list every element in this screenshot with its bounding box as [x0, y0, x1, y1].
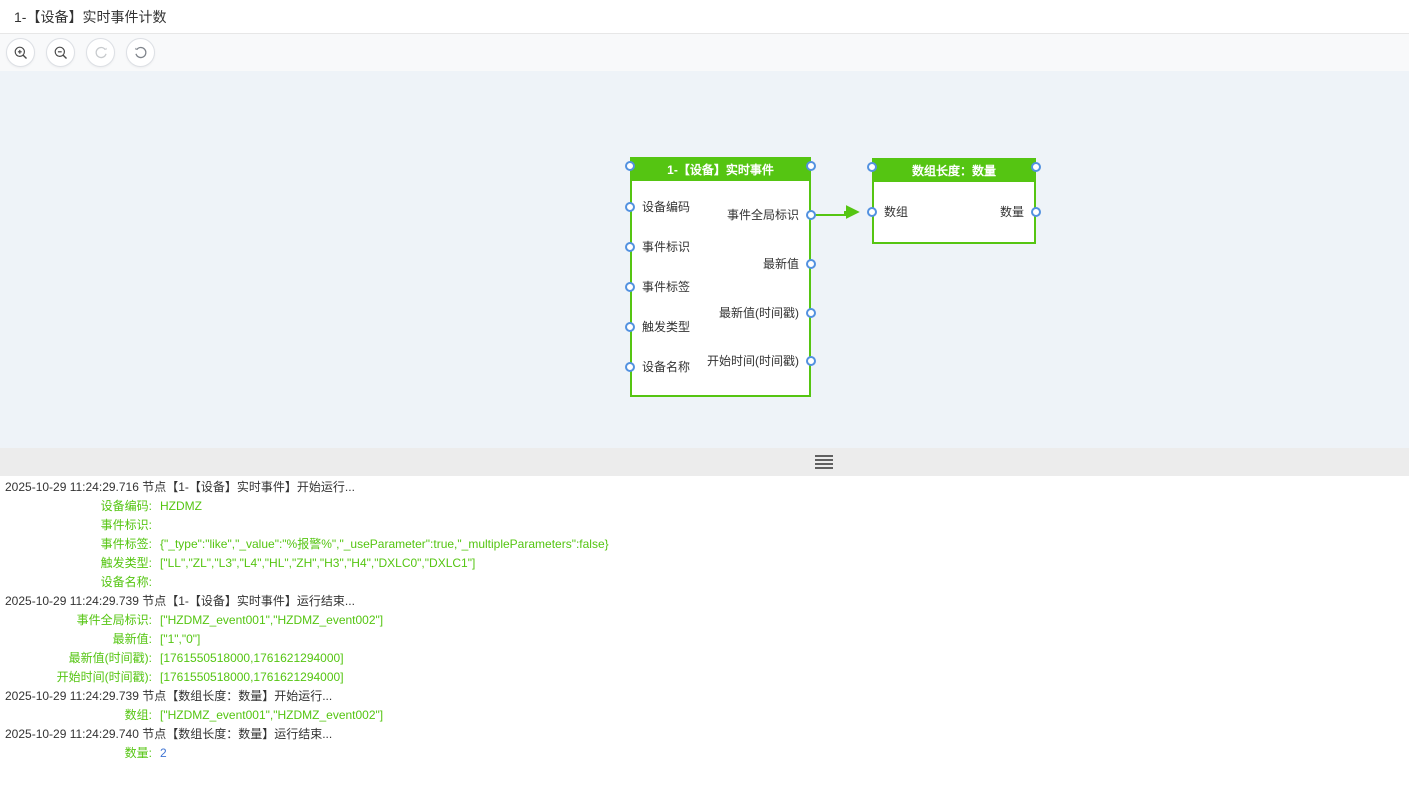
input-port[interactable] — [867, 207, 877, 217]
log-entry: 触发类型: ["LL","ZL","L3","L4","HL","ZH","H3"… — [0, 554, 1409, 573]
log-field-label: 数量: — [124, 746, 152, 760]
node-realtime-event[interactable]: 1-【设备】实时事件 设备编码 事件标识 事件标签 触发类型 设备名称 事件全局… — [625, 157, 816, 397]
redo-icon — [95, 46, 107, 58]
log-field-label: 数组: — [124, 708, 152, 722]
log-entry: 最新值: ["1","0"] — [0, 630, 1409, 649]
zoom-out-icon — [54, 46, 67, 59]
output-port[interactable] — [806, 308, 816, 318]
zoom-out-button[interactable] — [46, 38, 75, 67]
input-port-label: 触发类型 — [642, 320, 691, 334]
log-field-label: 设备编码: — [100, 499, 152, 513]
page-title-bar: 1-【设备】实时事件计数 — [0, 0, 1409, 34]
node-anchor-port[interactable] — [625, 161, 635, 171]
input-port[interactable] — [625, 282, 635, 292]
log-panel: 2025-10-29 11:24:29.716 节点【1-【设备】实时事件】开始… — [0, 476, 1409, 790]
log-field-value: [1761550518000,1761621294000] — [160, 670, 344, 684]
node-anchor-port[interactable] — [867, 162, 877, 172]
output-port-label: 最新值(时间戳) — [719, 306, 799, 320]
log-field-label: 开始时间(时间戳): — [56, 670, 152, 684]
output-port[interactable] — [1031, 207, 1041, 217]
log-field-value: 2 — [160, 746, 167, 760]
log-entry: 设备名称: — [0, 573, 1409, 592]
input-port-label: 事件标识 — [642, 240, 691, 254]
input-port[interactable] — [625, 322, 635, 332]
redo-button[interactable] — [86, 38, 115, 67]
flow-canvas[interactable]: 1-【设备】实时事件 设备编码 事件标识 事件标签 触发类型 设备名称 事件全局… — [0, 71, 1409, 448]
undo-reset-button[interactable] — [126, 38, 155, 67]
panel-splitter[interactable] — [0, 448, 1409, 476]
input-port-label: 事件标签 — [642, 280, 691, 294]
log-field-value: ["LL","ZL","L3","L4","HL","ZH","H3","H4"… — [160, 556, 476, 570]
undo-reset-icon — [134, 46, 146, 58]
log-field-value: [1761550518000,1761621294000] — [160, 651, 344, 665]
output-port[interactable] — [806, 210, 816, 220]
input-port-label: 数组 — [884, 205, 909, 219]
log-field-label: 触发类型: — [100, 556, 152, 570]
output-port-label: 最新值 — [762, 257, 799, 271]
log-field-label: 事件全局标识: — [76, 613, 152, 627]
log-entry: 开始时间(时间戳): [1761550518000,1761621294000] — [0, 668, 1409, 687]
log-entry: 数量: 2 — [0, 744, 1409, 763]
input-port[interactable] — [625, 202, 635, 212]
node-anchor-port[interactable] — [1031, 162, 1041, 172]
node-title[interactable]: 1-【设备】实时事件 — [632, 159, 809, 181]
page-title: 1-【设备】实时事件计数 — [14, 8, 167, 25]
log-entry: 事件全局标识: ["HZDMZ_event001","HZDMZ_event002… — [0, 611, 1409, 630]
output-port-label: 事件全局标识 — [726, 208, 799, 222]
output-port[interactable] — [806, 259, 816, 269]
zoom-in-icon — [14, 46, 27, 59]
log-text: 2025-10-29 11:24:29.739 节点【1-【设备】实时事件】运行… — [5, 594, 355, 608]
log-field-label: 最新值: — [112, 632, 152, 646]
node-array-length[interactable]: 数组长度：数量 数组 数量 — [867, 158, 1041, 244]
node-title[interactable]: 数组长度：数量 — [874, 160, 1034, 182]
canvas-toolbar — [0, 34, 1409, 71]
connection-edge[interactable] — [811, 205, 860, 219]
zoom-in-button[interactable] — [6, 38, 35, 67]
log-entry: 最新值(时间戳): [1761550518000,1761621294000] — [0, 649, 1409, 668]
log-text: 2025-10-29 11:24:29.739 节点【数组长度：数量】开始运行.… — [5, 689, 333, 703]
log-entry: 数组: ["HZDMZ_event001","HZDMZ_event002"] — [0, 706, 1409, 725]
input-port-label: 设备名称 — [642, 360, 691, 374]
log-field-value: ["HZDMZ_event001","HZDMZ_event002"] — [160, 708, 384, 722]
log-text: 2025-10-29 11:24:29.716 节点【1-【设备】实时事件】开始… — [5, 480, 355, 494]
output-port[interactable] — [806, 356, 816, 366]
log-text: 2025-10-29 11:24:29.740 节点【数组长度：数量】运行结束.… — [5, 727, 333, 741]
log-field-label: 事件标识: — [100, 518, 152, 532]
log-entry: 事件标识: — [0, 516, 1409, 535]
edge-layer — [811, 205, 860, 219]
input-port-label: 设备编码 — [642, 200, 691, 214]
log-field-value: ["1","0"] — [160, 632, 201, 646]
log-entry: 事件标签: {"_type":"like","_value":"%报警%","_u… — [0, 535, 1409, 554]
log-field-label: 最新值(时间戳): — [68, 651, 152, 665]
log-field-value: {"_type":"like","_value":"%报警%","_usePar… — [160, 537, 609, 551]
input-port[interactable] — [625, 242, 635, 252]
output-port-label: 数量 — [999, 205, 1024, 219]
log-entry: 设备编码: HZDMZ — [0, 497, 1409, 516]
log-field-label: 设备名称: — [100, 575, 152, 589]
log-field-value: ["HZDMZ_event001","HZDMZ_event002"] — [160, 613, 384, 627]
node-anchor-port[interactable] — [806, 161, 816, 171]
input-port[interactable] — [625, 362, 635, 372]
log-entry: 2025-10-29 11:24:29.739 节点【1-【设备】实时事件】运行… — [0, 592, 1409, 611]
log-entry: 2025-10-29 11:24:29.740 节点【数组长度：数量】运行结束.… — [0, 725, 1409, 744]
log-entry: 2025-10-29 11:24:29.739 节点【数组长度：数量】开始运行.… — [0, 687, 1409, 706]
output-port-label: 开始时间(时间戳) — [707, 354, 799, 368]
log-field-value: HZDMZ — [160, 499, 202, 513]
log-entry: 2025-10-29 11:24:29.716 节点【1-【设备】实时事件】开始… — [0, 478, 1409, 497]
drag-handle-icon[interactable] — [815, 455, 833, 469]
log-field-label: 事件标签: — [100, 537, 152, 551]
